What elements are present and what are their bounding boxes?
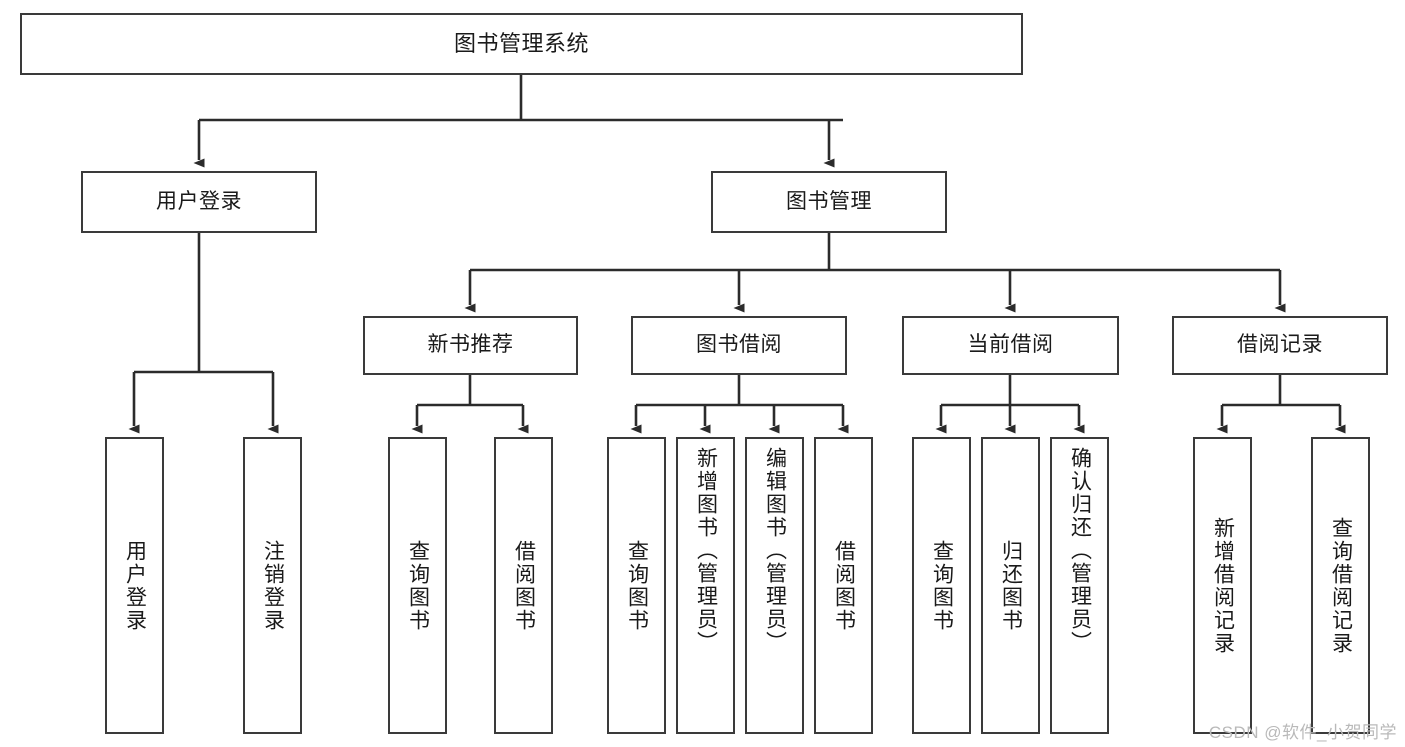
node-label: 查询图书	[930, 539, 954, 632]
node-label: 用户登录	[123, 539, 147, 632]
edges-newbookrec-to-leaves	[411, 375, 529, 434]
node-label: 查询借阅记录	[1329, 516, 1353, 655]
edges-root-to-level2	[193, 75, 843, 168]
node-book-borrow[interactable]: 图书借阅	[631, 316, 847, 375]
edges-userlogin-to-leaves	[128, 233, 279, 434]
leaf-logout-login[interactable]: 注销登录	[243, 437, 302, 734]
node-label: 借阅图书	[832, 539, 856, 632]
edges-bookborrow-to-leaves	[630, 375, 849, 434]
node-label: 图书管理	[786, 189, 872, 213]
node-label: 新增图书（管理员）	[694, 447, 718, 654]
leaf-query-borrow-record[interactable]: 查询借阅记录	[1311, 437, 1370, 734]
node-current-borrow[interactable]: 当前借阅	[902, 316, 1119, 375]
watermark-csdn: CSDN @软件_小贺同学	[1208, 723, 1397, 742]
edges-bookmanage-to-level3	[464, 233, 1286, 313]
leaf-borrow-book-borrow[interactable]: 借阅图书	[814, 437, 873, 734]
node-root-book-management-system[interactable]: 图书管理系统	[20, 13, 1023, 75]
node-label: 借阅记录	[1237, 333, 1323, 357]
node-label: 图书管理系统	[453, 31, 589, 57]
leaf-edit-book-admin[interactable]: 编辑图书（管理员）	[745, 437, 804, 734]
node-label: 用户登录	[156, 189, 242, 213]
edges-borrowrecord-to-leaves	[1216, 375, 1346, 434]
leaf-query-book-new-rec[interactable]: 查询图书	[388, 437, 447, 734]
leaf-add-book-admin[interactable]: 新增图书（管理员）	[676, 437, 735, 734]
edges-currentborrow-to-leaves	[935, 375, 1085, 434]
node-label: 查询图书	[625, 539, 649, 632]
node-label: 新增借阅记录	[1211, 516, 1235, 655]
leaf-add-borrow-record[interactable]: 新增借阅记录	[1193, 437, 1252, 734]
node-label: 确认归还（管理员）	[1068, 447, 1092, 654]
leaf-query-book-borrow[interactable]: 查询图书	[607, 437, 666, 734]
leaf-user-login[interactable]: 用户登录	[105, 437, 164, 734]
leaf-query-book-current[interactable]: 查询图书	[912, 437, 971, 734]
leaf-borrow-book-new-rec[interactable]: 借阅图书	[494, 437, 553, 734]
node-label: 借阅图书	[512, 539, 536, 632]
node-new-book-recommend[interactable]: 新书推荐	[363, 316, 578, 375]
node-label: 新书推荐	[427, 333, 514, 357]
node-label: 查询图书	[406, 539, 430, 632]
node-label: 当前借阅	[967, 333, 1054, 357]
node-label: 注销登录	[261, 539, 285, 632]
node-label: 图书借阅	[696, 333, 782, 357]
node-user-login[interactable]: 用户登录	[81, 171, 317, 233]
node-label: 归还图书	[999, 539, 1023, 632]
node-label: 编辑图书（管理员）	[763, 447, 787, 654]
leaf-return-book[interactable]: 归还图书	[981, 437, 1040, 734]
node-borrow-record[interactable]: 借阅记录	[1172, 316, 1388, 375]
leaf-confirm-return-admin[interactable]: 确认归还（管理员）	[1050, 437, 1109, 734]
node-book-management[interactable]: 图书管理	[711, 171, 947, 233]
